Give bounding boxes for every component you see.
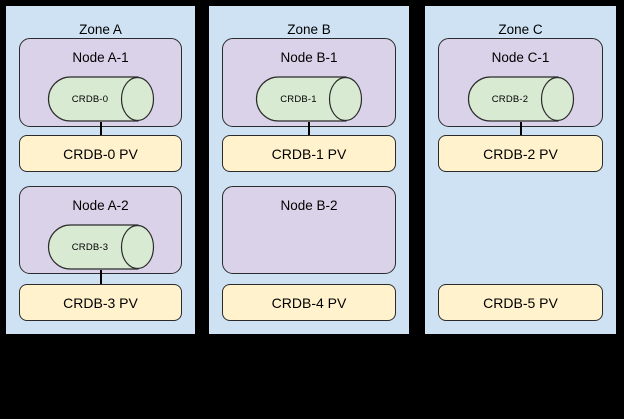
crdb-2-pod-cylinder-icon: CRDB-2 [467, 76, 574, 122]
zone-a-title: Zone A [79, 22, 122, 37]
crdb-2-pv: CRDB-2 PV [438, 135, 603, 172]
connector-line [99, 122, 102, 137]
node-c-1-label: Node C-1 [491, 50, 550, 65]
zone-a: Zone A Node A-1 CRDB-0 CRDB-0 PV Node A-… [4, 4, 197, 336]
node-b-2-label: Node B-2 [280, 198, 338, 213]
connector-line [519, 122, 522, 137]
node-b-2: Node B-2 [222, 186, 396, 274]
crdb-4-pv: CRDB-4 PV [222, 284, 396, 321]
zone-c: Zone C Node C-1 CRDB-2 CRDB-2 PV CRDB-5 … [423, 4, 618, 336]
crdb-3-pv-label: CRDB-3 PV [63, 294, 138, 311]
node-a-1-label: Node A-1 [72, 50, 129, 65]
connector-line [99, 270, 102, 286]
crdb-2-pv-label: CRDB-2 PV [483, 145, 558, 162]
crdb-1-pv: CRDB-1 PV [222, 135, 396, 172]
node-a-2: Node A-2 CRDB-3 [19, 186, 182, 274]
crdb-3-pv: CRDB-3 PV [19, 284, 182, 321]
zone-c-title: Zone C [498, 22, 543, 37]
zone-b: Zone B Node B-1 CRDB-1 CRDB-1 PV Node B-… [207, 4, 411, 336]
crdb-0-pod-cylinder-icon: CRDB-0 [47, 76, 154, 122]
connector-line [308, 122, 310, 137]
crdb-5-pv: CRDB-5 PV [438, 284, 603, 321]
crdb-4-pv-label: CRDB-4 PV [271, 294, 347, 311]
crdb-0-pod-label: CRDB-0 [71, 93, 109, 105]
node-a-1: Node A-1 CRDB-0 [19, 38, 182, 127]
node-b-1-label: Node B-1 [280, 50, 338, 65]
node-c-1: Node C-1 CRDB-2 [438, 38, 603, 127]
crdb-0-pv-label: CRDB-0 PV [63, 145, 138, 162]
crdb-3-pod-cylinder-icon: CRDB-3 [47, 224, 154, 270]
crdb-1-pod-cylinder-icon: CRDB-1 [255, 76, 363, 122]
node-b-1: Node B-1 CRDB-1 [222, 38, 396, 127]
node-a-2-label: Node A-2 [72, 198, 129, 213]
crdb-1-pod-label: CRDB-1 [280, 93, 317, 105]
crdb-5-pv-label: CRDB-5 PV [483, 294, 558, 311]
zone-b-title: Zone B [287, 22, 331, 37]
crdb-2-pod-label: CRDB-2 [491, 93, 529, 105]
crdb-1-pv-label: CRDB-1 PV [271, 145, 347, 162]
crdb-0-pv: CRDB-0 PV [19, 135, 182, 172]
crdb-3-pod-label: CRDB-3 [71, 241, 109, 253]
